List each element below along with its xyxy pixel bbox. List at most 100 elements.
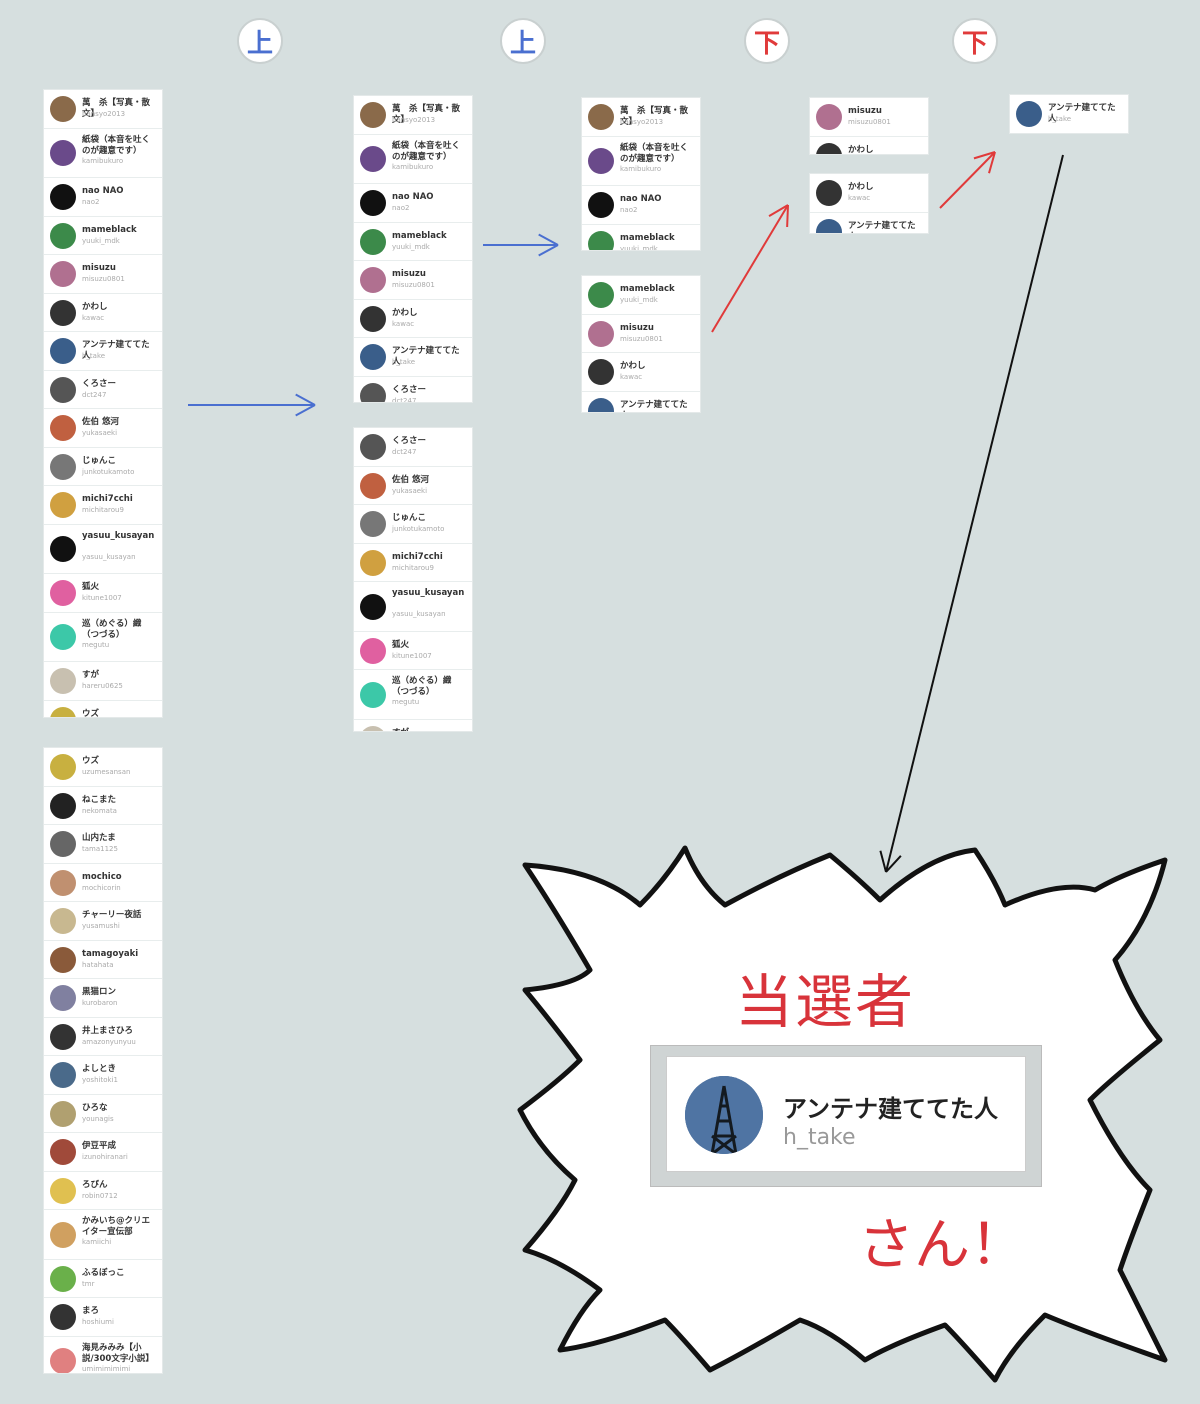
user-name: 紙袋（本音を吐くのが趣意です） [392,140,461,162]
user-name: かわし [848,182,874,192]
user-avatar [360,102,386,129]
user-avatar [360,382,386,402]
user-name: mameblack [620,232,675,243]
user-id: megutu [82,640,110,649]
user-avatar [588,320,614,347]
down-label: 下 [753,28,780,59]
user-entry: 紙袋（本音を吐くのが趣意です）kamibukuro [354,135,472,184]
user-entry: 佐伯 悠河 yukasaeki [44,409,162,448]
user-name: 井上まさひろ [82,1025,134,1036]
user-id: michitarou9 [392,563,434,572]
user-avatar [50,792,76,819]
user-id: misuzu0801 [82,275,125,283]
user-name: 山内たま [82,833,116,843]
user-avatar [360,267,386,294]
user-id: kurobaron [82,999,118,1007]
user-avatar [588,192,614,219]
user-avatar [50,754,76,781]
user-id: yukasaeki [82,429,118,437]
user-name: 黒猫ロン [82,987,117,997]
user-avatar [50,415,76,442]
user-id: h_take [848,233,871,234]
user-avatar [50,1023,76,1050]
user-id: h_take [82,352,106,360]
user-name: チャーリー夜話 [82,910,142,920]
step-up-circle-2: 上 [500,18,546,64]
user-id: misuzu0801 [620,334,663,343]
user-name: 狐火 [82,582,100,592]
user-avatar [50,1221,76,1248]
user-id: umimimimimi [82,1364,131,1373]
user-avatar [50,624,76,651]
user-id: kamiichi [82,1238,112,1246]
user-id: misuzu0801 [848,118,891,126]
arrow-black-to-winner [879,154,1064,873]
arrow-blue-2 [483,233,559,257]
user-avatar [50,376,76,403]
user-avatar [816,104,842,131]
user-name: 佐伯 悠河 [82,417,119,427]
user-avatar [588,282,614,309]
user-id: yukasaeki [392,486,428,495]
winner-avatar [685,1076,763,1154]
user-name: yasuu_kusayan [392,588,465,598]
user-avatar [360,511,386,538]
user-avatar [50,1139,76,1166]
user-id: kawac [848,194,871,202]
user-name: 紙袋（本音を吐くのが趣意です） [620,142,689,164]
user-avatar [50,1177,76,1204]
up-label: 上 [246,28,273,59]
user-name: ひろな [82,1102,108,1113]
user-name: yasuu_kusayan [82,530,155,541]
user-id: michitarou9 [82,506,124,514]
user-id: robin0712 [82,1191,118,1200]
user-name: 狐火 [392,639,410,650]
user-avatar [50,668,76,695]
user-id: yoshitoki1 [82,1076,118,1084]
user-name: くろさー [82,378,117,389]
user-id: nao2 [620,206,638,214]
user-name: かみいち@クリエイター宣伝部 [82,1216,151,1237]
user-name: nao NAO [82,186,124,196]
user-avatar [50,140,76,167]
user-id: kamibukuro [620,164,662,173]
user-name: mameblack [392,230,447,241]
user-name: tamagoyaki [82,948,139,959]
user-avatar [360,434,386,461]
user-avatar [360,549,386,576]
user-avatar [50,985,76,1012]
user-name: すが [392,728,466,732]
user-id: hoshiumi [82,1318,114,1326]
user-avatar [50,184,76,211]
user-id: hareru0625 [82,682,123,690]
user-avatar [50,831,76,858]
user-id: junkotukamoto [392,525,445,533]
user-id: yuuki_mdk [620,244,658,251]
user-avatar [816,180,842,207]
user-name: mochico [82,871,122,882]
user-avatar [50,1304,76,1331]
